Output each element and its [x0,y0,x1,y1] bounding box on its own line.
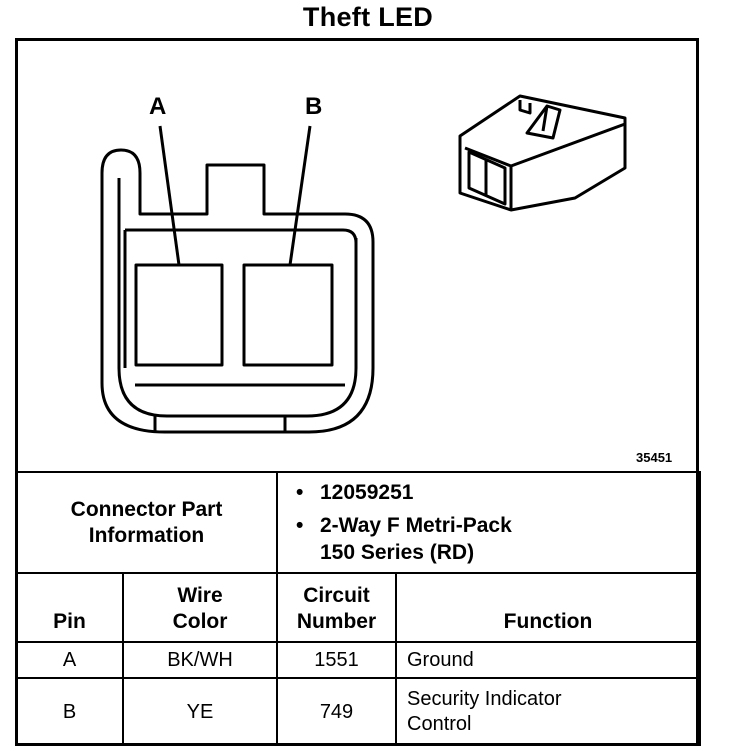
page-title: Theft LED [302,2,434,32]
connector-3d-view [458,94,627,212]
table-row: A BK/WH 1551 Ground [15,641,701,679]
figure-code: 35451 [636,450,673,465]
row-a-pin: A [15,641,124,679]
leader-line-a [158,125,181,266]
row-a-function: Ground [395,641,701,679]
leader-line-b [288,125,312,266]
row-a-circuit: 1551 [276,641,397,679]
connector-inner-wall [117,178,358,418]
row-b-circuit: 749 [276,677,397,746]
connector-table: Connector Part Information •12059251 •2-… [15,471,701,746]
header-circuit-number: Circuit Number [276,572,397,643]
connector-description: •2-Way F Metri-Pack 150 Series (RD) [296,514,512,564]
pin-label-b: B [305,93,322,120]
row-a-wire-color: BK/WH [122,641,278,679]
connector-body-outline [100,148,375,434]
pin-label-a: A [149,93,166,120]
connector-face-outline [125,228,358,244]
connector-part-details: •12059251 •2-Way F Metri-Pack 150 Series… [276,471,701,574]
row-b-pin: B [15,677,124,746]
connector-part-info-label: Connector Part Information [15,471,278,574]
connector-info-row: Connector Part Information •12059251 •2-… [15,471,701,574]
row-b-function: Security Indicator Control [395,677,701,746]
connector-diagram: A B [100,93,627,434]
row-b-wire-color: YE [122,677,278,746]
table-header-row: Pin Wire Color Circuit Number Function [15,572,701,643]
cavity-b [242,263,334,367]
header-wire-color: Wire Color [122,572,278,643]
cavity-a [134,263,224,367]
table-row: B YE 749 Security Indicator Control [15,677,701,746]
header-pin: Pin [15,572,124,643]
header-function: Function [395,572,701,643]
part-number: •12059251 [296,481,414,504]
